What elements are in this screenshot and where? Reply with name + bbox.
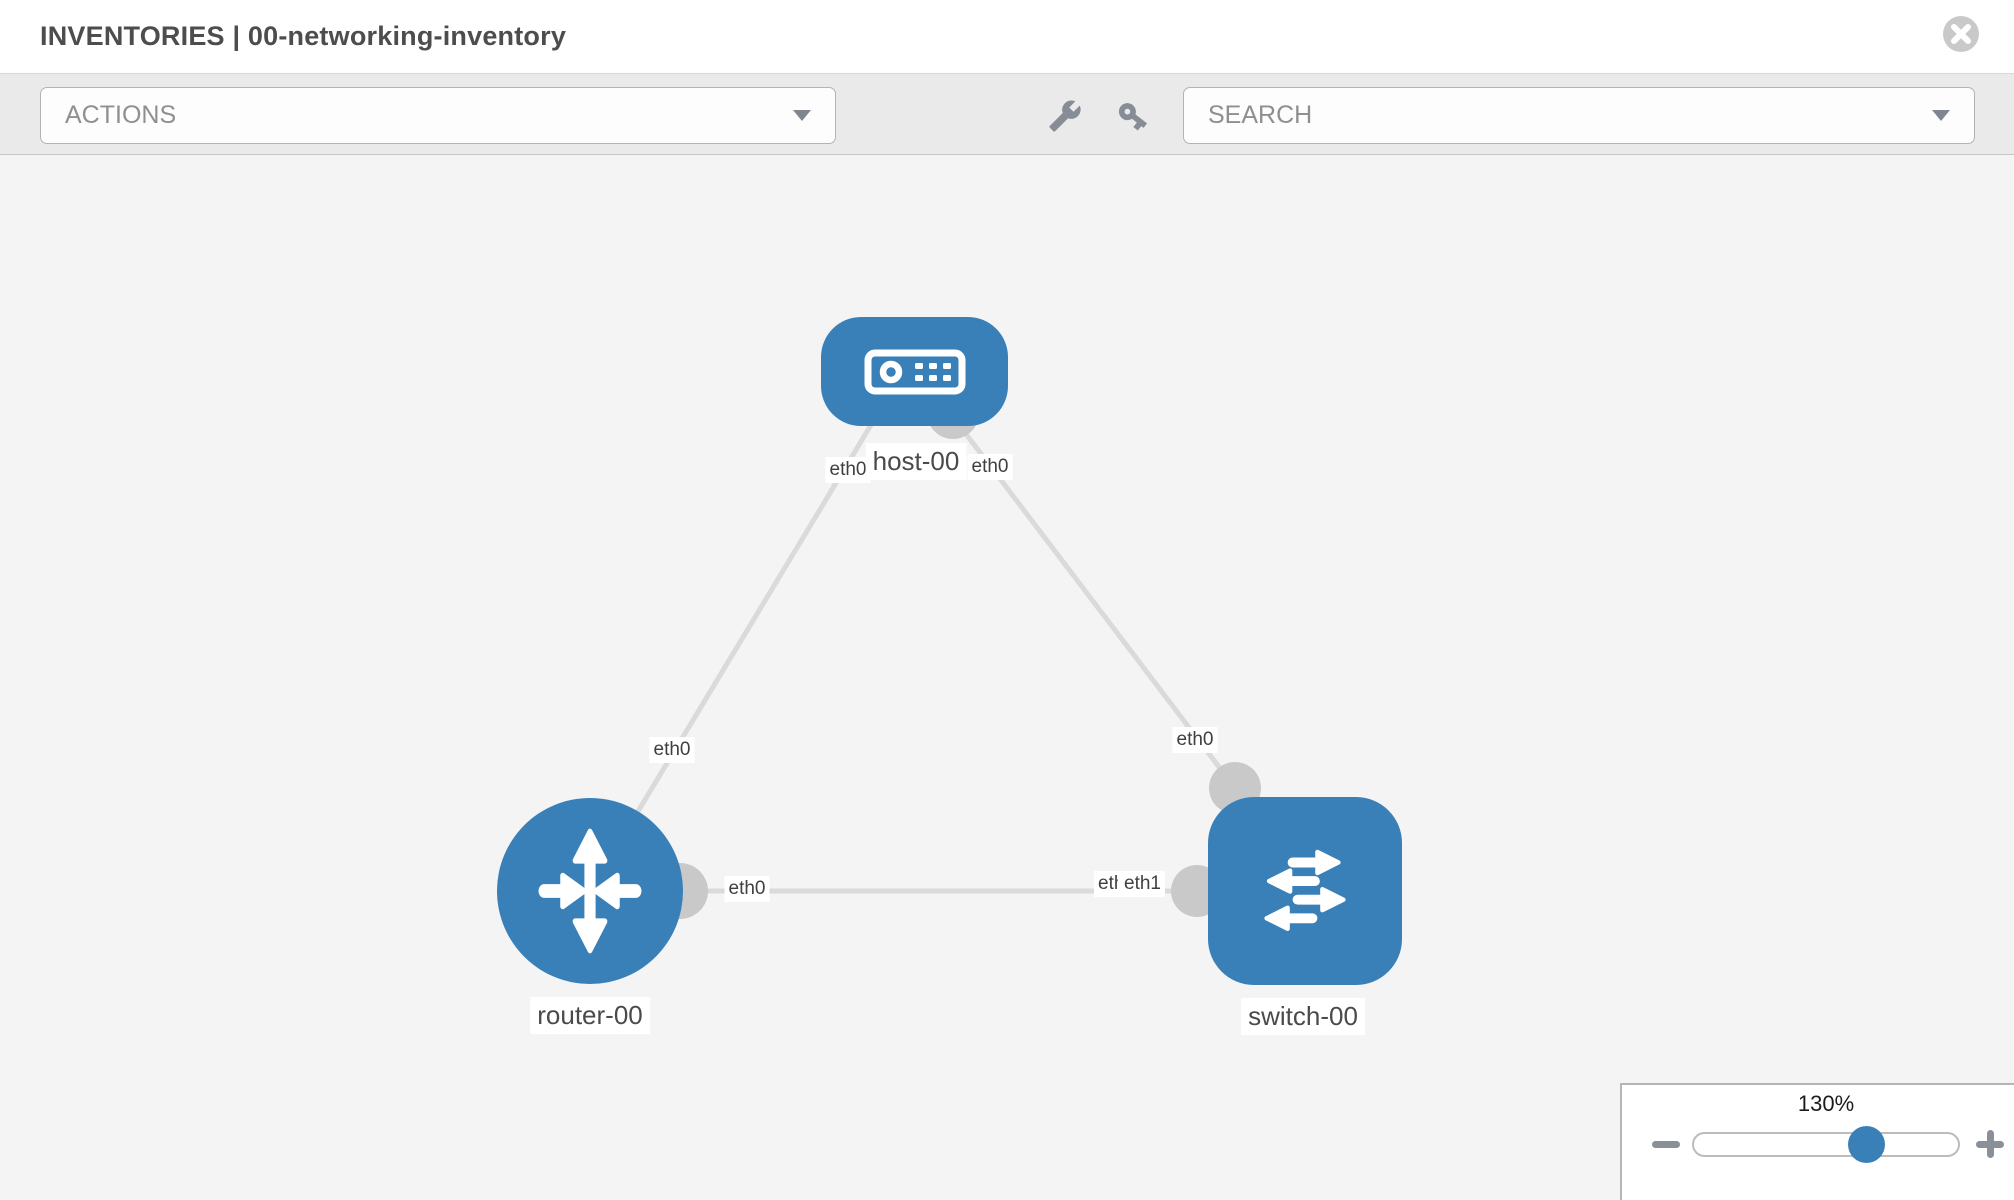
router-icon [538,828,642,954]
credentials-button[interactable] [1116,99,1150,133]
node-label-switch-00: switch-00 [1241,998,1365,1035]
topology-canvas[interactable]: eth0 eth0 eth0 eth0 eth0 eth0 eth1 host-… [0,155,2014,1200]
switch-icon [1264,849,1346,931]
node-label-router-00: router-00 [530,997,650,1034]
zoom-slider-track[interactable] [1692,1132,1960,1157]
actions-dropdown-label: ACTIONS [65,101,177,129]
iface-label-switch-top-eth0: eth0 [1172,727,1218,753]
zoom-out-button[interactable] [1652,1141,1680,1148]
search-dropdown-label: SEARCH [1208,101,1313,129]
links-layer [587,387,1305,919]
node-router-00[interactable] [497,798,683,984]
iface-label-router-top-eth0: eth0 [649,737,695,763]
zoom-level-value: 130% [1797,1091,1855,1116]
node-switch-00[interactable] [1208,797,1402,985]
zoom-slider-thumb[interactable] [1848,1126,1885,1163]
host-icon [864,349,965,394]
toolbar: ACTIONS SEARCH [0,73,2014,155]
iface-label-host-eth0-right: eth0 [967,454,1013,480]
wrench-icon [1049,100,1081,132]
search-dropdown[interactable]: SEARCH [1183,87,1975,144]
page-title: INVENTORIES | 00-networking-inventory [40,21,567,51]
actions-dropdown[interactable]: ACTIONS [40,87,836,144]
close-icon [1943,16,1979,52]
plus-icon [1986,1130,1994,1158]
chevron-down-icon [1932,110,1950,121]
zoom-control-panel: 130% [1620,1083,2014,1200]
node-label-host-00: host-00 [865,443,967,480]
modal-header: INVENTORIES | 00-networking-inventory [0,0,2014,73]
zoom-in-button[interactable] [1976,1130,2004,1158]
iface-label-router-right-eth0: eth0 [724,876,770,902]
close-button[interactable] [1942,15,1980,53]
configure-button[interactable] [1048,99,1082,133]
iface-label-switch-left-eth1: eth1 [1118,871,1165,897]
chevron-down-icon [793,110,811,121]
iface-label-host-eth0-left: eth0 [825,457,871,483]
node-host-00[interactable] [821,317,1008,426]
key-icon [1118,103,1148,131]
